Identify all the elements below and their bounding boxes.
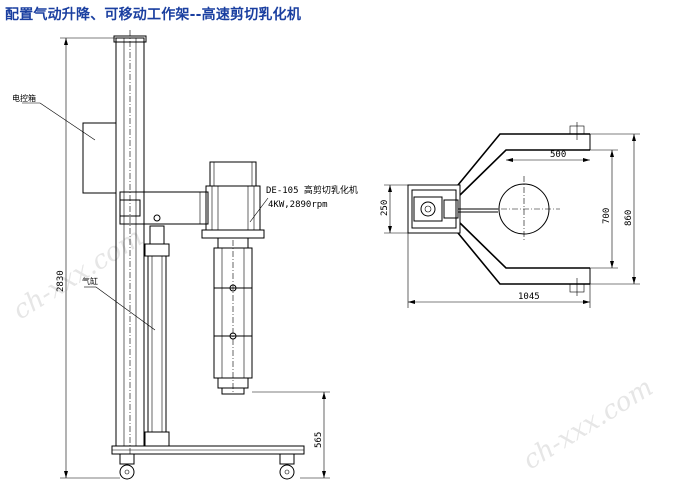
motor-top xyxy=(209,161,257,187)
watermark: ch-xxx.com xyxy=(8,222,149,325)
motor-body xyxy=(205,185,261,231)
control-box-label: 电控箱 xyxy=(12,93,36,103)
upper-arm xyxy=(457,133,590,186)
page-title: 配置气动升降、可移动工作架--高速剪切乳化机 xyxy=(5,7,302,23)
carriage xyxy=(119,191,209,225)
watermark-2: ch-xxx.com xyxy=(518,372,659,475)
side-view: 电控箱 气缸 DE-105 高剪切乳化机 4KW,2890rpm xyxy=(12,30,358,480)
dim-565: 565 xyxy=(314,432,324,448)
dim-500: 500 xyxy=(550,150,566,160)
dim-250: 250 xyxy=(380,200,390,216)
lower-arm xyxy=(457,232,590,285)
dim-1045: 1045 xyxy=(518,292,540,302)
control-box xyxy=(82,122,117,194)
wheel-right xyxy=(279,464,295,480)
dim-700: 700 xyxy=(602,208,612,224)
dim-2830: 2830 xyxy=(56,270,66,292)
top-center-block xyxy=(407,184,461,234)
cylinder-label: 气缸 xyxy=(82,276,98,286)
motor-spec-label: 4KW,2890rpm xyxy=(268,200,328,210)
top-view: 500 250 700 860 1045 xyxy=(380,122,640,308)
wheel-left xyxy=(119,464,135,480)
dim-860: 860 xyxy=(624,210,634,226)
air-cylinder xyxy=(147,255,167,433)
motor-model-label: DE-105 高剪切乳化机 xyxy=(266,184,358,196)
